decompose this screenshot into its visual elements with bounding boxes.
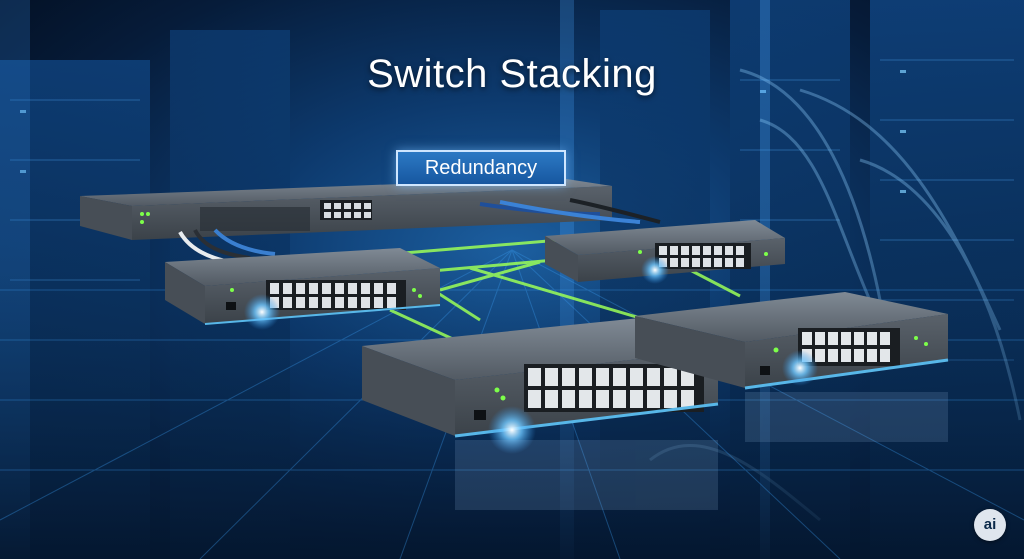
- floor-reflections: [455, 392, 948, 510]
- network-switch-icon: [635, 292, 949, 390]
- stack-links: [379, 238, 741, 342]
- page-title: Switch Stacking: [367, 52, 657, 96]
- ai-badge: ai: [974, 509, 1006, 541]
- network-switch-icon: [165, 248, 441, 330]
- network-switch-icon: [362, 318, 719, 454]
- stack-cable-icon: [178, 198, 661, 264]
- network-switch-icon: [545, 220, 785, 284]
- redundancy-label: Redundancy: [396, 150, 566, 186]
